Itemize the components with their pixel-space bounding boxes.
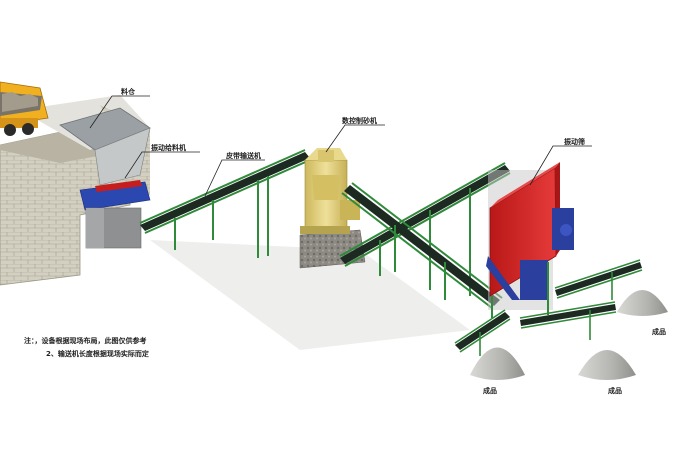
- label-vibrating-screen: 振动筛: [564, 137, 585, 146]
- conveyor-1: [139, 149, 311, 258]
- product-pile-middle: [578, 350, 636, 380]
- conveyor-return: [341, 182, 503, 309]
- product-conveyors: [454, 259, 643, 356]
- label-product-middle: 成品: [608, 386, 622, 395]
- note-line-1: 注：，设备根据现场布局，此图仅供参考: [24, 336, 147, 345]
- ground-shadow: [150, 240, 470, 350]
- vibrating-screen: [486, 162, 574, 318]
- product-pile-left: [470, 347, 525, 380]
- leader-sand-maker: [325, 124, 385, 153]
- vibrating-feeder: [79, 180, 151, 249]
- conveyor-2: [339, 162, 511, 296]
- label-vibrating-feeder: 振动给料机: [151, 143, 186, 152]
- label-belt-conveyor: 皮带输送机: [225, 151, 261, 160]
- note-line-2: 2、输送机长度根据现场实际而定: [46, 349, 149, 358]
- label-hopper: 料仓: [121, 87, 136, 96]
- label-product-right: 成品: [652, 327, 666, 336]
- leader-conveyor: [204, 159, 265, 197]
- leader-feeder: [124, 151, 200, 179]
- label-sand-maker: 数控制砂机: [342, 116, 377, 125]
- hopper: [59, 107, 151, 186]
- product-pile-right: [617, 290, 668, 316]
- label-product-left: 成品: [483, 386, 497, 395]
- leader-hopper: [89, 95, 150, 129]
- leader-screen: [529, 145, 592, 186]
- dump-truck: [0, 81, 49, 136]
